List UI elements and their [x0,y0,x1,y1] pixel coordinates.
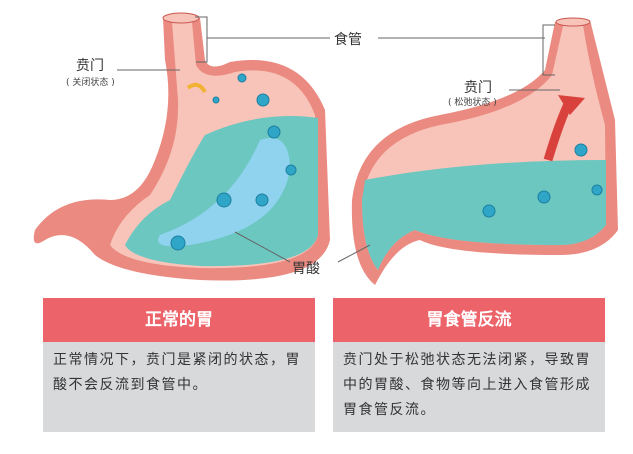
panel-title: 正常的胃 [43,298,315,342]
stomach-illustrations [33,12,618,285]
panel-text: 正常情况下，贲门是紧闭的状态，胃酸不会反流到食管中。 [53,352,301,393]
gastric-acid-label: 胃酸 [292,261,320,277]
cardia-label-right: 贲门 [464,80,492,96]
esophagus-label: 食管 [334,32,362,48]
panel-title: 胃食管反流 [333,298,605,342]
reflux-panel: 胃食管反流 贲门处于松弛状态无法闭紧，导致胃中的胃酸、食物等向上进入食管形成胃食… [333,298,605,432]
cardia-label-left: 贲门 [76,58,104,74]
panel-text: 贲门处于松弛状态无法闭紧，导致胃中的胃酸、食物等向上进入食管形成胃食管反流。 [343,352,591,418]
cardia-state-left: ( 关闭状态 ) [66,78,115,88]
reflux-stomach [351,17,618,285]
normal-stomach-panel: 正常的胃 正常情况下，贲门是紧闭的状态，胃酸不会反流到食管中。 [43,298,315,432]
normal-stomach [33,12,330,281]
cardia-state-right: ( 松弛状态 ) [448,98,497,108]
leader-lines [117,16,560,263]
